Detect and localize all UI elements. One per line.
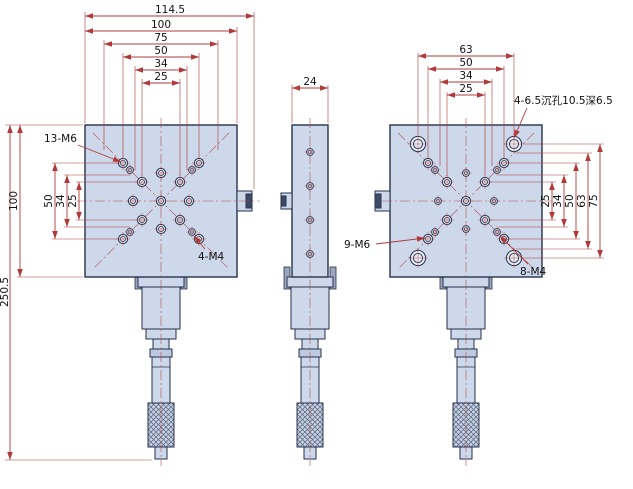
dim-front-hole-span-34: 34 bbox=[154, 58, 168, 70]
label-back-m6-holes: 9-M6 bbox=[344, 239, 371, 251]
label-front-m4-holes: 4-M4 bbox=[198, 251, 225, 263]
dim-back-vspan-50: 50 bbox=[564, 194, 576, 207]
dimension-text: 114.5 100 75 50 34 25 100 50 34 25 250.5… bbox=[0, 4, 600, 307]
dimension-lines bbox=[7, 13, 603, 460]
dim-back-span-63: 63 bbox=[459, 44, 472, 56]
dim-back-vspan-25: 25 bbox=[540, 194, 552, 207]
back-knob-cap bbox=[374, 193, 382, 209]
dim-side-width: 24 bbox=[303, 76, 317, 88]
dim-front-plate-width: 100 bbox=[151, 19, 171, 31]
dim-back-vspan-34: 34 bbox=[552, 194, 564, 208]
leader-lines bbox=[77, 107, 529, 265]
dim-front-plate-height: 100 bbox=[8, 191, 20, 211]
dim-front-overall-width: 114.5 bbox=[155, 4, 185, 16]
dim-back-vspan-63: 63 bbox=[576, 194, 588, 207]
label-back-counterbore: 4-6.5沉孔10.5深6.5 bbox=[514, 94, 613, 107]
dim-back-span-50: 50 bbox=[459, 57, 472, 69]
dim-overall-height: 250.5 bbox=[0, 277, 11, 307]
annotation-text: 13-M6 4-M4 9-M6 8-M4 4-6.5沉孔10.5深6.5 bbox=[44, 94, 613, 278]
dim-front-vspan-25: 25 bbox=[67, 194, 79, 207]
side-knob-cap bbox=[280, 195, 287, 207]
label-back-m4-holes: 8-M4 bbox=[520, 266, 547, 278]
dim-back-span-34: 34 bbox=[459, 70, 473, 82]
dim-back-vspan-75: 75 bbox=[588, 194, 600, 207]
front-holes bbox=[115, 155, 207, 247]
dim-front-hole-span-50: 50 bbox=[154, 45, 167, 57]
dim-back-span-25: 25 bbox=[459, 83, 472, 95]
side-view bbox=[280, 124, 337, 460]
label-front-m6-holes: 13-M6 bbox=[44, 133, 77, 145]
dim-front-vspan-50: 50 bbox=[43, 194, 55, 207]
dim-front-hole-span-25: 25 bbox=[154, 71, 167, 83]
dim-front-hole-span-75: 75 bbox=[154, 32, 167, 44]
dim-front-vspan-34: 34 bbox=[55, 194, 67, 208]
